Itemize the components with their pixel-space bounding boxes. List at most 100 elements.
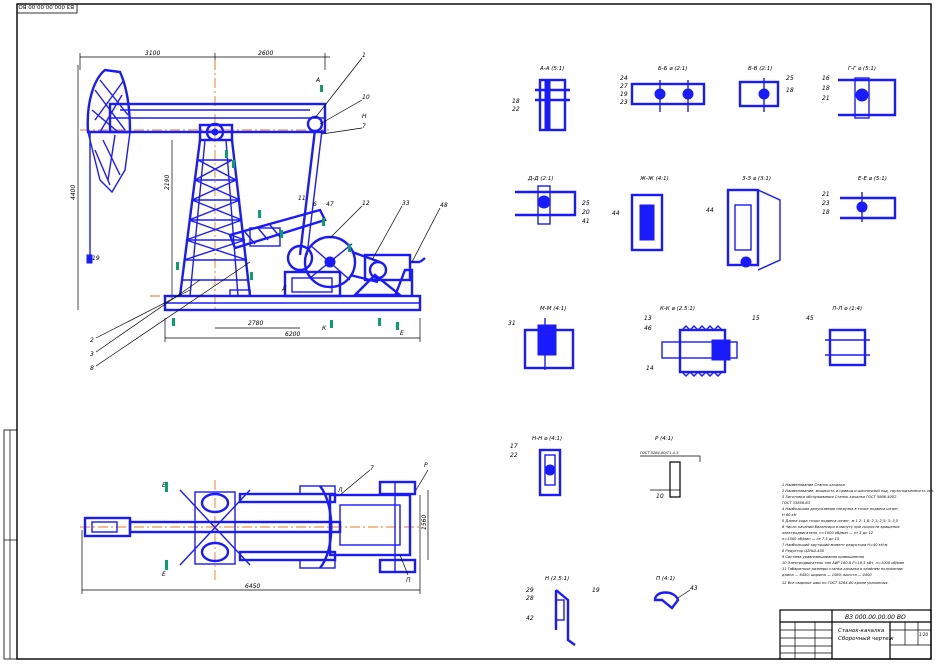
section-kk-title: К-К ⌀ (2.5:1) (660, 306, 695, 312)
section-ee: Е-Е ⌀ (5:1) 21 23 18 (822, 176, 897, 222)
plan-callout-p: П (406, 577, 411, 584)
note-6: 6 Число качаний балансира в минуту при с… (782, 525, 900, 529)
section-vv-label-18: 18 (786, 87, 794, 94)
section-n-label-28: 28 (526, 595, 534, 602)
note-11b: длина — 6450; ширина — 1560; высота — 44… (781, 573, 872, 577)
plan-callout-l: Л (337, 487, 343, 494)
callout-33: 33 (402, 200, 410, 207)
note-5: 5 Длина хода точки подвеса штанг, м 1,2;… (782, 519, 899, 523)
note-4: 4 Наибольшая допускаемая нагрузка в точк… (782, 507, 899, 511)
horse-head (86, 68, 132, 134)
dim-base-len: 2780 (248, 320, 263, 327)
callout-7: 7 (362, 123, 366, 130)
plan-dim-width: 1560 (421, 515, 428, 530)
section-zz-title: З-З ⌀ (3:1) (742, 176, 771, 182)
note-1: 1 Наименование Станок-качалка. (782, 483, 846, 487)
callout-6: 6 (313, 201, 317, 208)
title-block: ВЗ 000.00.00.00 ВО Станок-качалка Сбороч… (779, 609, 932, 660)
section-bb-label-24: 24 (620, 75, 628, 82)
section-vv-title: В-В (2:1) (748, 66, 772, 72)
section-kk: К-К ⌀ (2.5:1) 13 46 14 15 (644, 306, 760, 377)
section-bb: Б-Б ⌀ (2:1) 24 27 19 23 (620, 66, 706, 112)
section-zhzh-title: Ж-Ж (4:1) (639, 176, 669, 182)
note-6c: n=1500 об/мин — от 7,5 до 15 (782, 537, 840, 541)
callout-10: 10 (362, 94, 370, 101)
section-n-label-19: 19 (592, 587, 600, 594)
callout-48: 48 (440, 202, 448, 209)
plan-gearbox (328, 493, 412, 557)
section-kk-label-15: 15 (752, 315, 760, 322)
plan-callout-7: 7 (370, 465, 374, 472)
dim-height: 4400 (70, 185, 77, 200)
section-dd-label-25: 25 (582, 200, 590, 207)
section-bb-title: Б-Б ⌀ (2:1) (658, 66, 687, 72)
note-12: 12 Все сварные швы по ГОСТ 5264-80 кроме… (782, 581, 889, 585)
section-ee-label-18: 18 (822, 209, 830, 216)
section-r: Р (4:1) ГОСТ 5264-80/T1-4-3 10 (640, 436, 701, 500)
top-stamp-code: ВЗ 000.00.00.00 ВО (18, 3, 74, 9)
section-nn-label-17: 17 (510, 443, 518, 450)
section-ll-title: Л-Л ⌀ (1:4) (831, 306, 862, 312)
dim-top-left: 3100 (145, 50, 160, 57)
section-dd-title: Д-Д (2:1) (527, 176, 553, 182)
pitman-arm (298, 129, 317, 256)
section-aa-title: А-А (5:1) (539, 66, 564, 72)
section-n: Н (2.5:1) 29 28 19 42 (526, 576, 600, 646)
section-mm-label-31: 31 (508, 320, 516, 327)
section-ee-label-21: 21 (822, 191, 830, 198)
section-mm: М-М (4:1) 31 (508, 306, 575, 370)
section-p-title: П (4:1) (656, 576, 675, 582)
section-zz-label-44: 44 (706, 207, 714, 214)
top-stamp: ВЗ 000.00.00.00 ВО (16, 3, 78, 14)
side-strip (3, 429, 18, 660)
plan-view: 6450 1560 Е Е Р 7 Л П (80, 462, 429, 594)
note-4b: Н 60 кН (782, 513, 797, 517)
section-gg-label-21: 21 (822, 95, 830, 102)
callout-a: A (315, 77, 320, 84)
callout-3: 3 (90, 351, 94, 358)
section-ll: Л-Л ⌀ (1:4) 45 (806, 306, 870, 367)
section-nn-title: Н-Н ⌀ (4:1) (532, 436, 562, 442)
callout-k: К (322, 325, 327, 332)
note-8: 8 Редуктор Ц2НШ-450 (782, 549, 825, 553)
technical-notes: 1 Наименование Станок-качалка. 2 Наимено… (781, 483, 934, 585)
section-vv: В-В (2:1) 25 18 (738, 66, 794, 112)
plan-callout-e2: Е (162, 571, 166, 578)
section-zhzh: Ж-Ж (4:1) 44 (612, 176, 669, 252)
section-bb-label-27: 27 (620, 83, 628, 90)
section-nn-label-22: 22 (510, 452, 518, 459)
note-10: 10 Электродвигатель тип АИР 180-6 Р=18,5… (782, 561, 905, 565)
callout-19: 19 (92, 255, 100, 262)
section-r-label-10: 10 (656, 493, 664, 500)
section-ll-label-45: 45 (806, 315, 814, 322)
section-r-title: Р (4:1) (655, 436, 673, 442)
section-gg: Г-Г ⌀ (5:1) 16 18 21 (822, 66, 897, 119)
note-7: 7 Наибольший крутящий момент редуктора Н… (782, 543, 888, 547)
section-zz: З-З ⌀ (3:1) 44 (706, 176, 781, 271)
plan-callout-p1: Р (424, 462, 428, 469)
section-p-label-43: 43 (690, 585, 698, 592)
callout-11: 11 (298, 195, 306, 202)
title-block-code: ВЗ 000.00.00.00 ВО (845, 614, 906, 621)
section-r-gost: ГОСТ 5264-80/T1-4-3 (640, 451, 679, 455)
callout-1: 1 (362, 52, 366, 59)
callout-h: H (362, 113, 367, 120)
section-bb-label-23: 23 (620, 99, 628, 106)
sheet-frame (16, 3, 932, 660)
section-n-label-42: 42 (526, 615, 534, 622)
section-zhzh-label-44: 44 (612, 210, 620, 217)
section-dd-label-20: 20 (582, 209, 590, 216)
plan-dim-total: 6450 (245, 583, 260, 590)
callout-12: 12 (362, 200, 370, 207)
section-dd-label-41: 41 (582, 218, 590, 225)
title-block-name-2: Сборочный чертеж (838, 636, 894, 642)
section-kk-label-14: 14 (646, 365, 654, 372)
section-ee-label-23: 23 (822, 200, 830, 207)
note-3: 3 Заготовки обслуживания Станок-качалка … (782, 495, 897, 499)
section-gg-label-18: 18 (822, 85, 830, 92)
section-nn: Н-Н ⌀ (4:1) 17 22 (510, 436, 562, 497)
section-ee-title: Е-Е ⌀ (5:1) (858, 176, 887, 182)
section-n-label-29: 29 (526, 587, 534, 594)
section-gg-label-16: 16 (822, 75, 830, 82)
